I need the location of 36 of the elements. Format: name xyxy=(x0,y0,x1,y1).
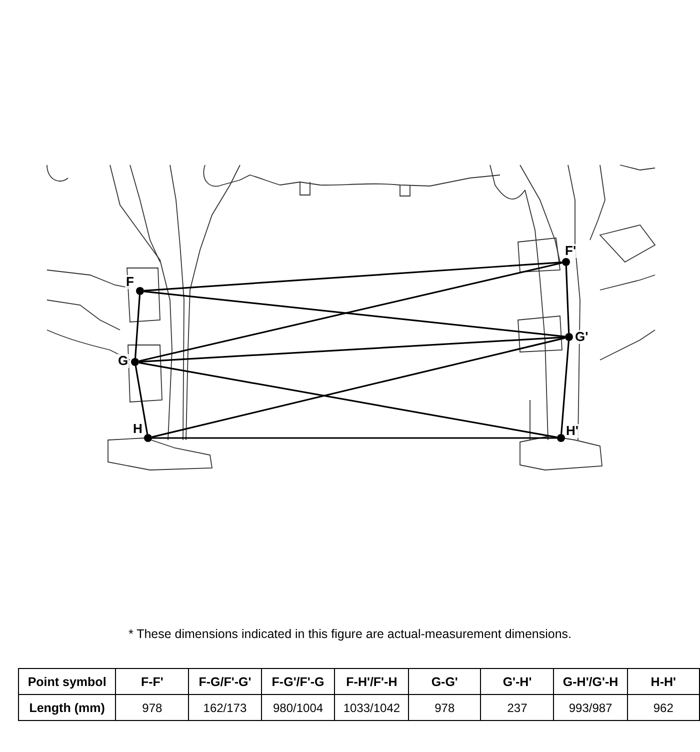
point-label: H' xyxy=(565,424,580,438)
footnote: * These dimensions indicated in this figure are actual-measurement dimensions. xyxy=(128,627,572,641)
table-cell: G-G' xyxy=(408,668,481,694)
table-cell: 1033/1042 xyxy=(334,694,409,720)
point-label: G xyxy=(117,354,130,368)
table-cell: H-H' xyxy=(627,668,700,694)
table-cell: F-G/F'-G' xyxy=(188,668,262,694)
row-header-cell: Length (mm) xyxy=(18,694,116,720)
measurement-line xyxy=(560,340,570,434)
measurement-line xyxy=(144,290,566,338)
row-header-cell: Point symbol xyxy=(18,668,116,694)
measurement-line xyxy=(138,336,566,363)
measurement-line xyxy=(565,266,570,334)
table-cell: 993/987 xyxy=(554,694,628,720)
table-cell: 980/1004 xyxy=(261,694,335,720)
measurement-line xyxy=(134,366,148,434)
point-label: G' xyxy=(574,330,590,344)
table-cell: F-G'/F'-G xyxy=(261,668,335,694)
point-label: H xyxy=(132,422,144,436)
table-cell: F-H'/F'-H xyxy=(334,668,409,694)
table-cell: 237 xyxy=(480,694,554,720)
measurement-line xyxy=(144,261,562,292)
table-cell: G-H'/G'-H xyxy=(554,668,628,694)
measurement-line xyxy=(134,294,141,358)
measurement-line xyxy=(138,362,558,438)
table-cell: 978 xyxy=(116,694,189,720)
measurement-line xyxy=(138,262,562,362)
point-label: F xyxy=(125,275,135,289)
table-cell: 162/173 xyxy=(188,694,262,720)
table-cell: F-F' xyxy=(116,668,189,694)
table-cell: 978 xyxy=(408,694,481,720)
measurement-line xyxy=(152,437,557,439)
point-label: F' xyxy=(564,244,578,258)
measurement-line xyxy=(152,337,566,438)
table-cell: 962 xyxy=(627,694,700,720)
table-cell: G'-H' xyxy=(480,668,554,694)
